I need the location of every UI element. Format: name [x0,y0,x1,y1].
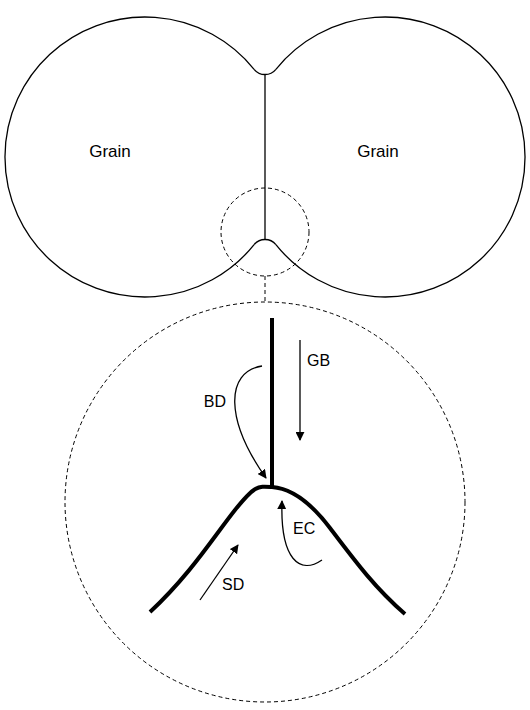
flow-arrow [235,366,266,478]
zoom-circle [221,188,309,276]
grain-circle: Grain [245,17,525,297]
zoom-circle [65,302,465,702]
grain-boundary [264,75,265,240]
zoom-leader [265,276,266,302]
neck-surface [150,487,405,614]
flow-arrow [299,340,300,440]
neck-fillet [254,69,276,74]
mechanism-label: EC [293,520,315,538]
neck-fillet [254,239,276,244]
mechanism-label: SD [222,576,244,594]
mechanism-label: GB [307,352,330,370]
grain-label: Grain [357,143,399,162]
grain-outline [5,17,254,297]
flow-arrow [282,501,322,565]
grain-label: Grain [89,143,131,162]
grain-outline [276,17,525,297]
grain-outline [5,17,285,297]
grain-boundary [270,318,274,487]
grain-circle: Grain [5,17,285,297]
mechanism-label: BD [204,393,226,411]
